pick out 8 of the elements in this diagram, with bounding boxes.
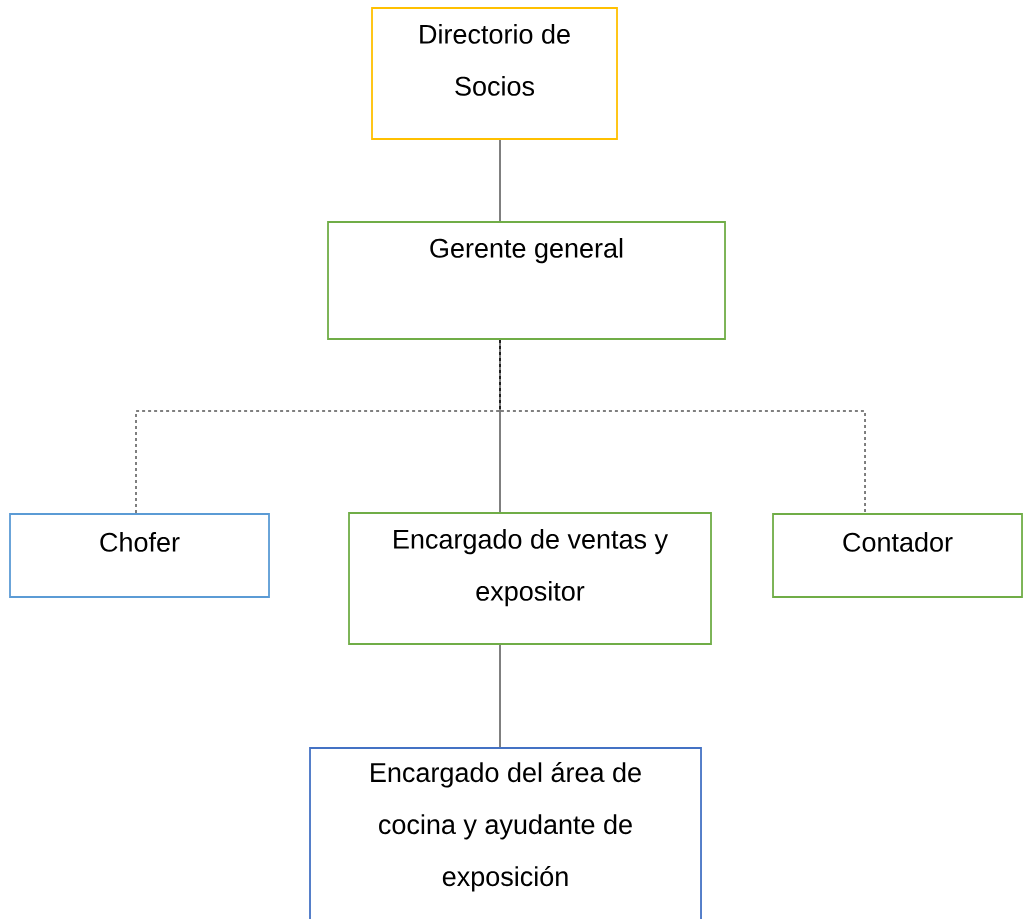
connector-line [499,139,501,222]
org-box: Encargado del área de cocina y ayudante de exposición [309,747,702,919]
connector-line [499,644,501,748]
org-box: Directorio de Socios [371,7,618,140]
org-box: Chofer [9,513,270,598]
org-box: Contador [772,513,1023,598]
org-box: Gerente general [327,221,726,340]
org-box: Encargado de ventas y expositor [348,512,712,645]
